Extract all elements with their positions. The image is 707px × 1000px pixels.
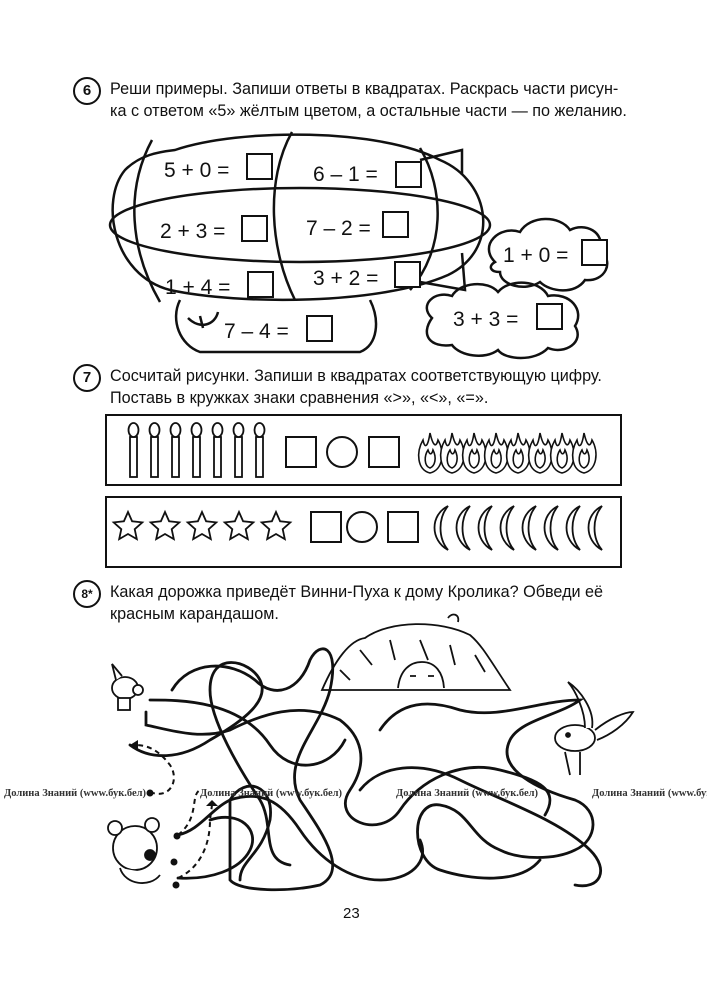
cloud-2 [425,281,580,360]
maze-path-7 [176,815,254,880]
task-8-text-line-1: Какая дорожка приведёт Винни-Пуха к дому… [110,583,604,601]
match-icon [148,422,161,478]
winnie-the-pooh-character [107,817,161,884]
answer-box-3 [241,215,268,242]
dashed-start-path-1 [134,744,175,795]
maze-path-4 [228,784,272,882]
dashed-start-path-2 [177,789,201,836]
equation-5: 1 + 4 = [165,276,231,299]
star-icon [259,509,293,541]
count-box-row1-right [368,436,400,468]
answer-box-7 [306,315,333,342]
count-box-row1-left [285,436,317,468]
airship-gondola [174,299,378,354]
arrow-head-1 [130,740,138,750]
crescent-icon [543,505,559,551]
task-8-number: 8* [73,580,101,608]
maze-path-3 [128,661,292,867]
task-7-text-line-2: Поставь в кружках знаки сравнения «>», «… [110,389,489,407]
match-icon [190,422,203,478]
page-number: 23 [343,905,360,922]
rabbit-house [320,613,512,691]
equation-7: 7 – 4 = [224,320,289,343]
dashed-start-path-3 [177,804,213,879]
airship-band [108,186,492,264]
answer-box-9 [536,303,563,330]
crescent-icon [499,505,515,551]
answer-box-8 [581,239,608,266]
equation-8: 1 + 0 = [503,244,569,267]
counting-row-2-frame [105,496,622,568]
star-icon [222,509,256,541]
match-icon [211,422,224,478]
answer-box-6 [394,261,421,288]
airship-section-line-1 [133,139,162,303]
piglet-character [111,663,144,711]
task-8-text-line-2: красным карандашом. [110,605,279,623]
count-box-row2-right [387,511,419,543]
maze-path-1 [144,708,552,827]
start-dot-4 [172,881,180,889]
star-icon [111,509,145,541]
maze-path-9 [358,766,602,888]
task-7-text-line-1: Сосчитай рисунки. Запиши в квадратах соо… [110,367,602,385]
crescent-icon [455,505,471,551]
star-icon [148,509,182,541]
equation-1: 5 + 0 = [164,159,230,182]
crescent-icon [477,505,493,551]
flame-icon [571,432,597,474]
crescent-icon [521,505,537,551]
watermark: Долина Знаний (www.бук.бел) [4,788,147,799]
count-box-row2-left [310,511,342,543]
crescent-icon [433,505,449,551]
task-7-number: 7 [73,364,101,392]
airship-section-line-2 [272,131,297,301]
answer-box-4 [382,211,409,238]
equation-6: 3 + 2 = [313,267,379,290]
maze-path-6 [176,794,424,882]
equation-3: 2 + 3 = [160,220,226,243]
maze-path-8 [148,698,347,767]
watermark: Долина Знаний (www.бук.бел) [396,788,539,799]
match-icon [127,422,140,478]
task-6-text-line-1: Реши примеры. Запиши ответы в квадратах.… [110,80,619,98]
compare-circle-row1 [326,436,358,468]
watermark: Долина Знаний (www.бук.бел) [592,788,707,799]
watermark: Долина Знаний (www.бук.бел) [200,788,343,799]
donkey-character [554,681,635,776]
match-icon [232,422,245,478]
counting-row-1-frame [105,414,622,486]
flame-icon [527,432,553,474]
crescent-icon [587,505,603,551]
answer-box-5 [247,271,274,298]
flame-icon [439,432,465,474]
arrow-head-2 [206,800,218,806]
equation-9: 3 + 3 = [453,308,519,331]
flame-icon [461,432,487,474]
compare-circle-row2 [346,511,378,543]
start-dot-1 [146,789,154,797]
crescent-icon [565,505,581,551]
answer-box-1 [246,153,273,180]
match-icon [253,422,266,478]
start-dot-2 [173,832,181,840]
match-icon [169,422,182,478]
flame-icon [417,432,443,474]
equation-4: 7 – 2 = [306,217,371,240]
task-6-text-line-2: ка с ответом «5» жёлтым цветом, а осталь… [110,102,627,120]
equation-2: 6 – 1 = [313,163,378,186]
task-6-number: 6 [73,77,101,105]
airship-body [111,133,485,302]
star-icon [185,509,219,541]
start-dot-3 [170,858,178,866]
maze-path-2 [170,647,335,892]
answer-box-2 [395,161,422,188]
maze-path-5 [378,698,595,880]
